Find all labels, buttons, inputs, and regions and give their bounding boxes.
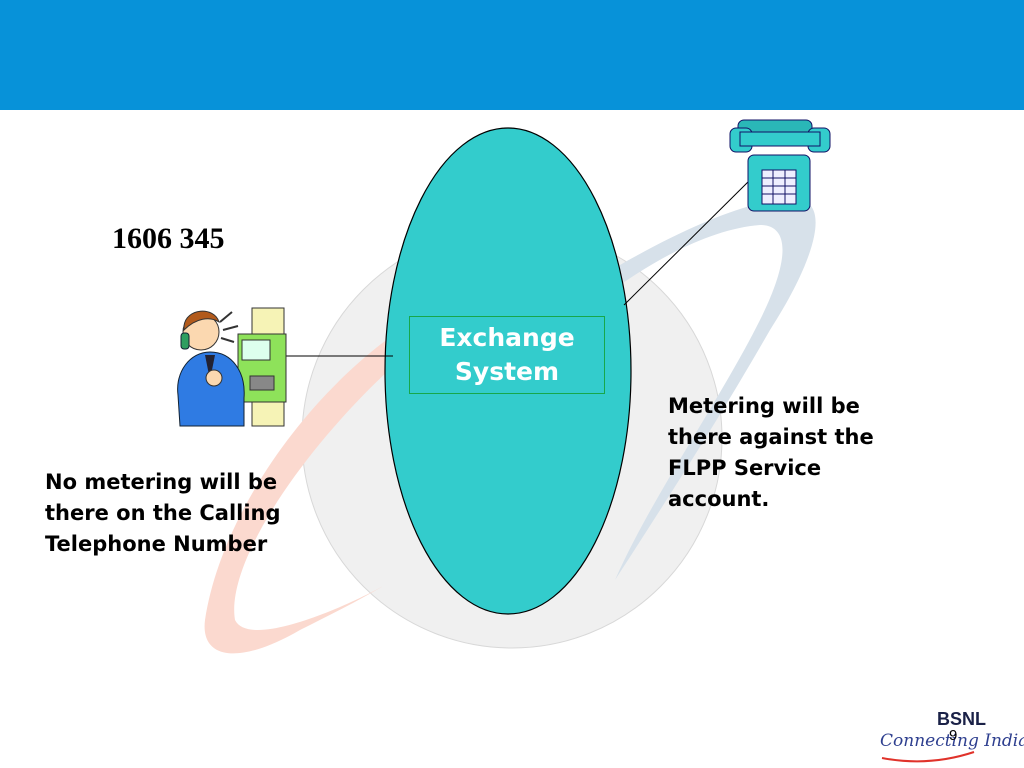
service-metering-note: Metering will be there against the FLPP … [668, 394, 874, 511]
caller-metering-note: No metering will be there on the Calling… [45, 470, 281, 556]
exchange-ellipse [384, 127, 632, 615]
exchange-system-label: Exchange System [409, 316, 605, 394]
swoosh-right [615, 199, 816, 580]
swoosh-left [204, 330, 400, 654]
person-on-payphone-icon [177, 307, 287, 427]
destination-link-line [623, 177, 753, 306]
bsnl-logo: BSNL Connecting India [874, 706, 1024, 766]
logo-tagline: Connecting India [880, 731, 1024, 751]
logo-brand: BSNL [937, 709, 986, 729]
desk-telephone-icon [729, 119, 831, 212]
slide-number: 9 [949, 727, 958, 744]
header-bar [0, 0, 1024, 110]
logo-swoosh [881, 751, 975, 763]
dialed-number: 1606 345 [112, 222, 225, 255]
